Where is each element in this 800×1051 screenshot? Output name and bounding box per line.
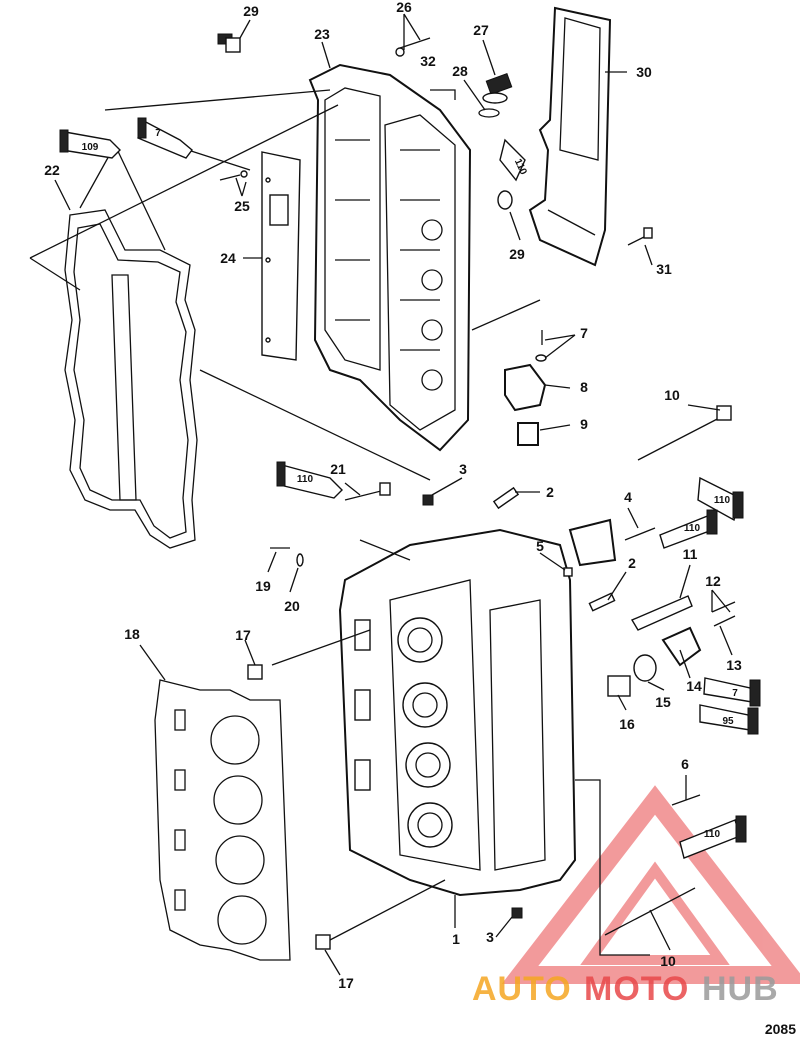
callout-label: 30: [636, 64, 652, 80]
callout-label: 11: [683, 546, 698, 562]
sealant-tube: 7: [703, 677, 761, 707]
callout-label: 3: [486, 929, 494, 945]
sealant-tube-label: 7: [732, 688, 738, 699]
callout-label: 18: [124, 626, 140, 642]
valve-cover-gasket: [64, 209, 198, 549]
callout-label: 26: [396, 0, 412, 15]
callout-label: 10: [664, 387, 680, 403]
watermark-logo: AUTO MOTO HUB: [472, 970, 779, 1008]
callout-label: 15: [655, 694, 671, 710]
sealant-tube: 110: [499, 138, 529, 182]
watermark-word-part: MOTO: [584, 970, 689, 1008]
callout-label: 17: [338, 975, 354, 991]
callout-label: 20: [284, 598, 300, 614]
cover-plate: [261, 151, 301, 361]
watermark-word-part: HUB: [702, 970, 779, 1008]
callout-label: 21: [330, 461, 346, 477]
head-gasket: [154, 679, 291, 961]
cylinder-head: [338, 528, 650, 956]
callout-label: 9: [580, 416, 588, 432]
callout-label: 27: [473, 22, 489, 38]
callout-label: 25: [234, 198, 250, 214]
callout-label: 10: [660, 953, 676, 969]
callout-label: 29: [509, 246, 525, 262]
callout-label: 3: [459, 461, 467, 477]
figure-number: 2085: [764, 1021, 796, 1037]
callout-label: 8: [580, 379, 588, 395]
sealant-tube: 110: [697, 476, 744, 522]
callout-label: 19: [255, 578, 271, 594]
sealant-tube: 110: [679, 815, 747, 859]
callout-label: 2: [628, 555, 636, 571]
callout-label: 17: [235, 627, 251, 643]
callout-label: 2: [546, 484, 554, 500]
sealant-tube-label: 110: [684, 523, 701, 534]
callout-label: 12: [705, 573, 721, 589]
callout-label: 22: [44, 162, 60, 178]
sealant-tube: 110: [276, 461, 343, 499]
callout-label: 14: [686, 678, 702, 694]
leader-lines: [29, 13, 733, 976]
callout-label: 32: [420, 53, 436, 69]
callout-label: 23: [314, 26, 330, 42]
sealant-tube: 110: [659, 509, 718, 549]
sealant-tube: 109: [59, 129, 121, 159]
sealant-tube-label: 95: [722, 716, 734, 727]
callout-label: 1: [452, 931, 460, 947]
small-parts: [217, 33, 736, 950]
watermark-triangle-logo: [501, 785, 800, 984]
sealant-tube: 95: [699, 704, 759, 735]
callout-label: 6: [681, 756, 689, 772]
callout-label: 24: [220, 250, 236, 266]
callout-numbers: 29 26 27 30 23 32 28 22 25 29 31 24 7 8 …: [44, 0, 742, 991]
callout-label: 7: [580, 325, 588, 341]
callout-label: 28: [452, 63, 468, 79]
watermark-word-part: AUTO: [472, 970, 572, 1008]
callout-label: 4: [624, 489, 632, 505]
sealant-tube-label: 109: [82, 142, 99, 153]
bracket: [528, 6, 612, 267]
sealant-tube-label: 110: [297, 474, 314, 485]
sealant-tubes: 109 7 110 110 110 110 7: [59, 117, 761, 859]
callout-label: 5: [536, 538, 544, 554]
sealant-tube: 7: [137, 117, 193, 159]
callout-label: 16: [619, 716, 635, 732]
callout-label: 29: [243, 3, 259, 19]
sealant-tube-label: 7: [155, 128, 161, 139]
callout-label: 13: [726, 657, 742, 673]
sealant-tube-label: 110: [714, 495, 731, 506]
valve-cover: [308, 63, 472, 452]
sealant-tube-label: 110: [704, 829, 721, 840]
callout-label: 31: [656, 261, 672, 277]
